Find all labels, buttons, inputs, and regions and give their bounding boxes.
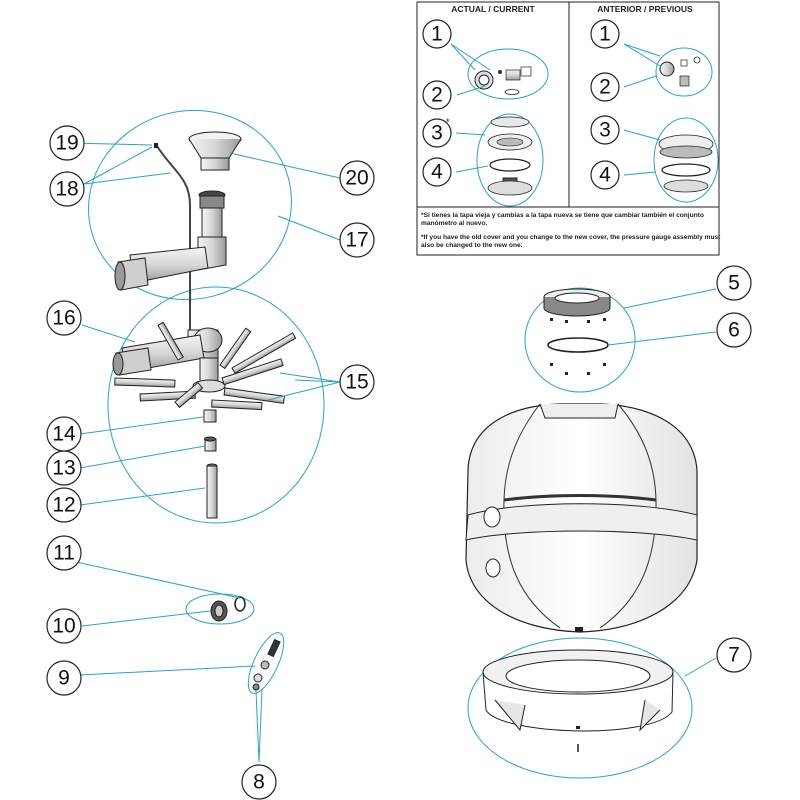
callout-15: 15: [345, 371, 368, 394]
drain-ellipse: [247, 632, 285, 694]
callout-20: 20: [345, 167, 368, 190]
lateral-cap: [203, 409, 217, 423]
version-comparison-box: ACTUAL / CURRENT ANTERIOR / PREVIOUS: [416, 1, 720, 256]
callout-2-previous: 2: [599, 76, 611, 99]
adapter-ring: [204, 436, 217, 452]
current-gauge-ellipse: [467, 48, 549, 100]
callout-1-previous: 1: [599, 23, 611, 46]
callout-18: 18: [55, 178, 78, 201]
current-header: ACTUAL / CURRENT: [451, 4, 535, 14]
callout-7: 7: [728, 644, 740, 667]
lower-collector-hub: [112, 327, 226, 393]
upper-pipe-assembly: [114, 190, 227, 291]
callout-11: 11: [53, 542, 75, 565]
previous-header: ANTERIOR / PREVIOUS: [597, 4, 693, 14]
callout-13: 13: [52, 457, 75, 480]
callout-3-asterisk: *: [446, 117, 450, 127]
callout-1-current: 1: [431, 23, 443, 46]
note-spanish: *Si tienes la tapa vieja y cambias a la …: [421, 212, 704, 228]
current-cover-ellipse: [476, 113, 544, 207]
previous-cover-ellipse: [653, 117, 719, 203]
callout-16: 16: [52, 307, 75, 330]
tank-base-ellipse: [467, 637, 693, 779]
diffuser-funnel: [188, 131, 242, 171]
callout-4-previous: 4: [599, 164, 611, 187]
callout-9: 9: [58, 667, 70, 690]
previous-gauge-ellipse: [655, 47, 713, 97]
central-pipe: [206, 463, 218, 519]
callout-5: 5: [728, 272, 740, 295]
filter-tank: [465, 403, 698, 633]
callout-10: 10: [52, 615, 75, 638]
leader-lines: [66, 43, 717, 763]
callout-12: 12: [52, 494, 75, 517]
upper-collector-ellipse: [88, 109, 292, 301]
callout-3-current: 3: [431, 122, 443, 145]
union-ellipse: [185, 593, 255, 625]
callout-19: 19: [55, 132, 78, 155]
callout-3-previous: 3: [599, 119, 611, 142]
callout-8: 8: [253, 771, 265, 794]
callout-2-current: 2: [431, 84, 443, 107]
callout-6: 6: [728, 319, 740, 342]
callout-17: 17: [345, 229, 368, 252]
callout-14: 14: [52, 423, 76, 446]
note-english: *If you have the old cover and you chang…: [421, 234, 721, 250]
lower-collector-ellipse: [107, 286, 325, 524]
air-bleed-tube: [154, 143, 191, 330]
callout-4-current: 4: [431, 161, 443, 184]
callout-circles: [46, 19, 752, 800]
top-flange-ellipse: [524, 287, 636, 393]
